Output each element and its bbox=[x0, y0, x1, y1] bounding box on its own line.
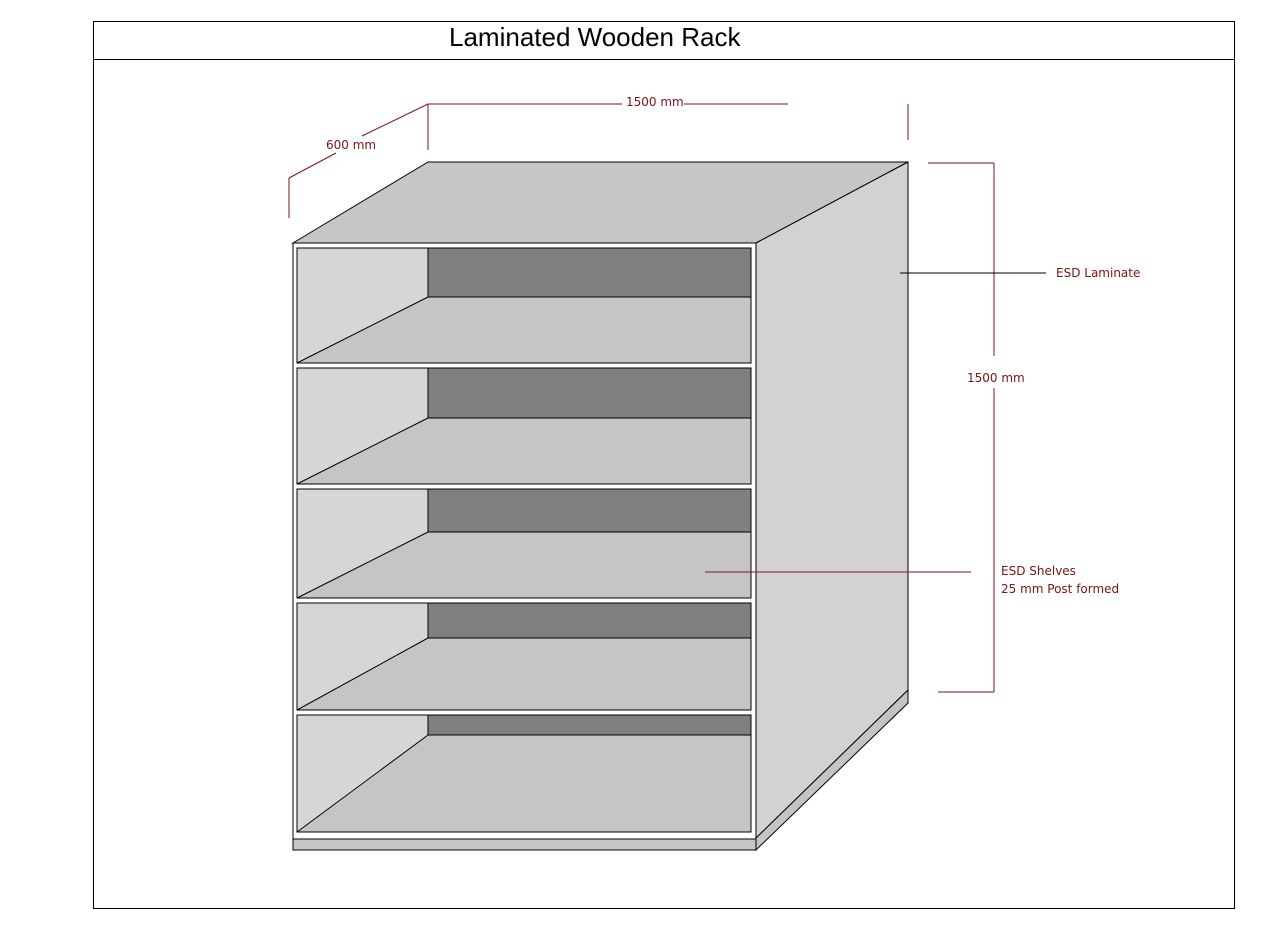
diagram-title: Laminated Wooden Rack bbox=[449, 22, 741, 52]
height-dimension bbox=[928, 162, 995, 693]
shelf-back-panel bbox=[427, 602, 752, 639]
depth-dimension-label: 600 mm bbox=[326, 138, 376, 152]
shelves-callout-label: ESD Shelves bbox=[1001, 564, 1076, 578]
title-bar: Laminated Wooden Rack bbox=[94, 22, 1234, 60]
width-dimension bbox=[427, 103, 909, 150]
shelf-inner-side bbox=[297, 603, 428, 710]
depth-dimension bbox=[288, 103, 429, 218]
rack-base-front bbox=[292, 838, 757, 851]
shelf-back-panel bbox=[427, 367, 752, 419]
shelf-compartment-5 bbox=[296, 714, 752, 833]
shelf-compartment-2 bbox=[296, 367, 752, 485]
shelf-inner-side bbox=[297, 248, 428, 363]
shelf-compartment-3 bbox=[296, 488, 752, 599]
shelf-back-panel bbox=[427, 714, 752, 736]
laminate-callout-label: ESD Laminate bbox=[1056, 266, 1140, 280]
height-dimension-label: 1500 mm bbox=[967, 371, 1025, 385]
shelves-callout-sublabel: 25 mm Post formed bbox=[1001, 582, 1119, 596]
shelf-compartment-4 bbox=[296, 602, 752, 711]
width-dimension-label: 1500 mm bbox=[626, 95, 684, 109]
shelf-inner-side bbox=[297, 368, 428, 484]
rack-side-panel bbox=[755, 161, 909, 840]
shelf-back-panel bbox=[427, 247, 752, 298]
shelf-inner-side bbox=[297, 489, 428, 598]
shelf-compartment-1 bbox=[296, 247, 752, 364]
shelf-back-panel bbox=[427, 488, 752, 533]
shelf-inner-side bbox=[297, 715, 428, 832]
diagram-frame: Laminated Wooden Rack bbox=[93, 21, 1235, 909]
